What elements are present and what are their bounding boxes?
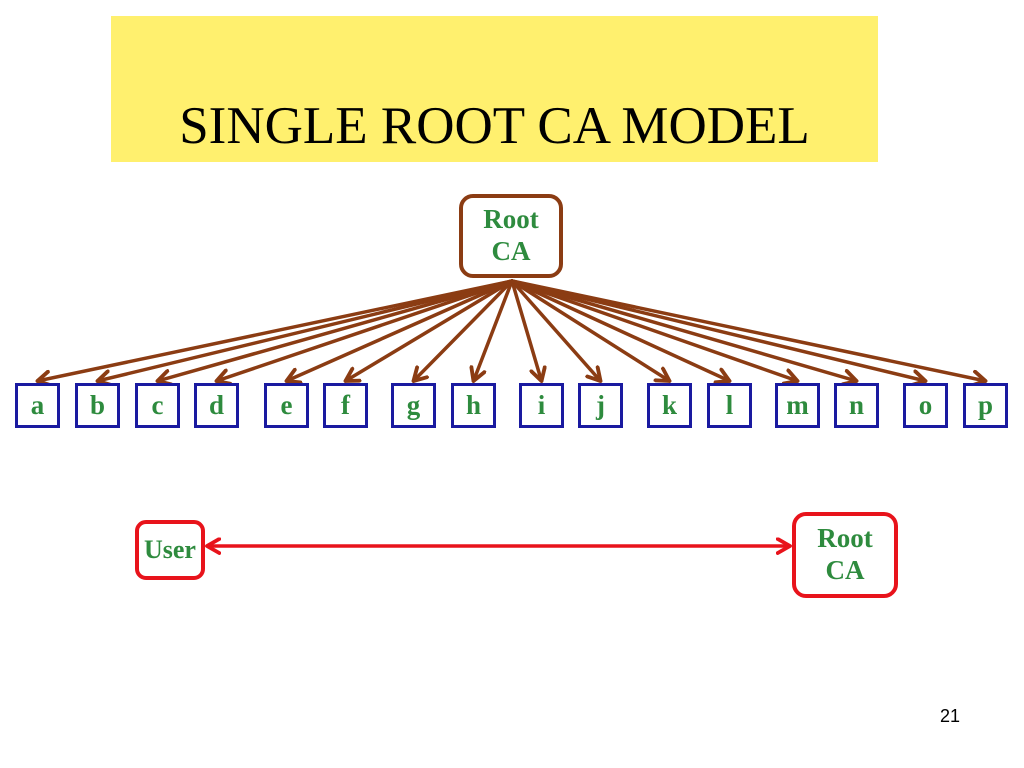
subordinate-ca-label: e	[280, 390, 293, 420]
subordinate-ca-b: b	[75, 383, 120, 428]
slide-title: SINGLE ROOT CA MODEL	[179, 97, 810, 155]
arrow-to-a	[38, 279, 514, 381]
arrow-to-b	[98, 279, 514, 381]
subordinate-ca-label: n	[848, 390, 865, 420]
subordinate-ca-label: m	[786, 390, 809, 420]
arrow-to-n	[510, 279, 857, 381]
subordinate-ca-j: j	[578, 383, 623, 428]
arrow-to-j	[510, 279, 601, 381]
subordinate-ca-i: i	[519, 383, 564, 428]
title-banner: SINGLE ROOT CA MODEL	[111, 16, 878, 162]
subordinate-ca-h: h	[451, 383, 496, 428]
arrow-to-d	[217, 279, 514, 381]
subordinate-ca-label: k	[661, 390, 678, 420]
subordinate-ca-label: j	[596, 390, 605, 420]
subordinate-ca-label: h	[465, 390, 482, 420]
arrow-to-c	[158, 279, 514, 381]
subordinate-ca-g: g	[391, 383, 436, 428]
subordinate-ca-m: m	[775, 383, 820, 428]
subordinate-ca-a: a	[15, 383, 60, 428]
arrow-to-l	[510, 279, 730, 381]
subordinate-ca-label: d	[208, 390, 225, 420]
user-root-ca-label-line2: CA	[825, 555, 865, 585]
user-root-ca-node: Root CA	[792, 512, 898, 598]
root-ca-node: Root CA	[459, 194, 563, 278]
subordinate-ca-p: p	[963, 383, 1008, 428]
slide-number: 21	[939, 706, 960, 726]
user-node: User	[135, 520, 205, 580]
subordinate-ca-label: c	[151, 390, 164, 420]
arrow-to-k	[510, 279, 670, 381]
subordinate-ca-label: i	[537, 390, 546, 420]
subordinate-ca-label: a	[30, 390, 45, 420]
arrow-to-e	[287, 279, 514, 381]
subordinate-ca-e: e	[264, 383, 309, 428]
subordinate-ca-f: f	[323, 383, 368, 428]
arrow-to-p	[510, 279, 986, 381]
arrow-to-m	[510, 279, 798, 381]
subordinate-ca-label: l	[725, 390, 734, 420]
subordinate-ca-label: f	[341, 390, 350, 420]
subordinate-ca-o: o	[903, 383, 948, 428]
user-label: User	[144, 535, 196, 564]
arrow-to-f	[346, 279, 514, 381]
subordinate-ca-label: b	[89, 390, 106, 420]
arrow-to-o	[510, 279, 926, 381]
subordinate-ca-l: l	[707, 383, 752, 428]
arrow-to-i	[510, 279, 542, 381]
user-root-ca-label-line1: Root	[817, 523, 873, 554]
root-to-subordinate-arrows	[38, 279, 986, 381]
root-ca-label-line2: CA	[491, 236, 531, 266]
subordinate-ca-c: c	[135, 383, 180, 428]
subordinate-ca-k: k	[647, 383, 692, 428]
subordinate-ca-label: g	[406, 390, 421, 420]
subordinate-ca-n: n	[834, 383, 879, 428]
subordinate-ca-label: o	[918, 390, 933, 420]
arrow-to-g	[414, 279, 514, 381]
subordinate-ca-label: p	[977, 390, 994, 420]
root-ca-label-line1: Root	[483, 204, 539, 235]
subordinate-ca-d: d	[194, 383, 239, 428]
arrow-to-h	[474, 279, 514, 381]
